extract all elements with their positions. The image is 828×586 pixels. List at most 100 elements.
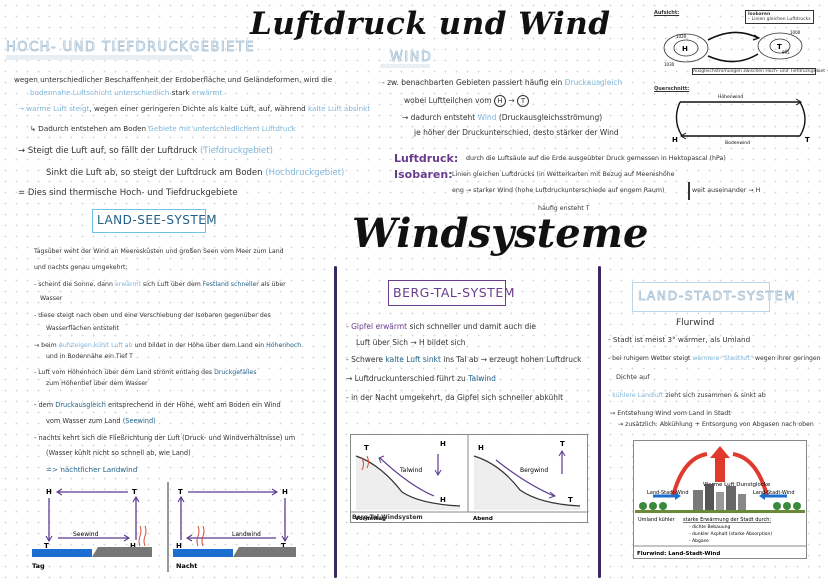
svg-text:1000: 1000 <box>790 30 801 35</box>
svg-text:Talwind: Talwind <box>399 467 422 474</box>
wind-underline <box>380 64 430 68</box>
land-see-l10: zum Höhentief über dem Wasser <box>46 380 148 387</box>
isobaren-line-2b: weit auseinander → H <box>692 187 761 194</box>
hoch-tief-figure: Aufsicht: Isobaren – Linien gleichen Luf… <box>650 8 828 148</box>
svg-text:H: H <box>130 542 136 550</box>
land-stadt-l2: - bei ruhigem Wetter steigt wärmere "Sta… <box>608 355 821 362</box>
svg-text:- Abgase: - Abgase <box>689 538 709 544</box>
land-see-l15: => nächtlicher Landwind <box>46 465 138 474</box>
land-stadt-l4: - kühlere Landluft zieht sich zusammen &… <box>608 392 766 399</box>
svg-text:H: H <box>46 488 52 496</box>
berg-tal-l4: → Luftdruckunterschied führt zu Talwind <box>346 374 496 383</box>
wind-line-3: → dadurch entsteht Wind (Druckausgleichs… <box>402 113 603 122</box>
hoch-tief-line-2: bodennahe Luftschicht unterschiedlich st… <box>30 88 223 97</box>
isobaren-divider <box>688 182 690 200</box>
land-see-l9: - Luft vom Höhenhoch über dem Land ström… <box>34 369 257 376</box>
svg-text:starke Erwärmung der Stadt dur: starke Erwärmung der Stadt durch: <box>683 517 771 523</box>
berg-tal-l2: Luft über Sich → H bildet sich <box>356 338 466 347</box>
land-stadt-heading: LAND-STADT-SYSTEM <box>638 288 797 304</box>
berg-tal-l5: - in der Nacht umgekehrt, da Gipfel sich… <box>346 393 564 402</box>
svg-text:Tag: Tag <box>32 562 45 570</box>
land-see-l14: (Wasser kühlt nicht so schnell ab, wie L… <box>46 449 191 457</box>
svg-text:Bergwind: Bergwind <box>520 467 548 474</box>
svg-text:T: T <box>805 136 810 144</box>
berg-tal-caption: Berg-Tal-Windsystem <box>352 514 423 521</box>
hoch-tief-line-6: Sinkt die Luft ab, so steigt der Luftdru… <box>46 168 345 178</box>
berg-tal-figure: T H Talwind H Vormittag H T Bergwind T A… <box>350 434 588 523</box>
aufsicht-caption: Ausgleichströmungen zwischen Hoch- und T… <box>692 68 828 75</box>
flurwind-label: Flurwind <box>676 318 715 328</box>
land-see-l3: - scheint die Sonne, dann erwärmt sich L… <box>34 281 286 288</box>
svg-text:H: H <box>478 444 484 452</box>
section-wind-heading: WIND <box>390 50 433 66</box>
isobar-legend: Isobaren – Linien gleichen Luftdrucks <box>745 10 814 24</box>
section-hoch-tief-heading: HOCH- UND TIEFDRUCKGEBIETE <box>6 40 256 56</box>
svg-text:Land-Stadt-Wind: Land-Stadt-Wind <box>753 490 795 496</box>
svg-text:Landwind: Landwind <box>232 531 261 538</box>
land-stadt-figure: Warme Luft Dunstglocke Land-Stadt-Wind L… <box>633 440 807 559</box>
isobaren-label: Isobaren: <box>394 168 453 181</box>
hoch-tief-line-1: wegen unterschiedlicher Beschaffenheit d… <box>14 75 333 84</box>
land-see-l11: - dem Druckausgleich entsprechend in der… <box>34 401 281 409</box>
land-see-l7: → beim Aufsteigen kühlt Luft ab und bild… <box>34 342 302 349</box>
hoch-tief-line-7: = Dies sind thermische Hoch- und Tiefdru… <box>18 188 238 198</box>
page-title: Luftdruck und Wind <box>250 6 611 42</box>
svg-text:T: T <box>364 444 369 452</box>
berg-tal-heading: BERG-TAL-SYSTEM <box>393 285 516 300</box>
land-see-l8: und in Bodennähe ein Tief T <box>46 353 133 360</box>
land-see-l12: vom Wasser zum Land (Seewind) <box>46 417 156 425</box>
luftdruck-text: durch die Luftsäule auf die Erde ausgeüb… <box>466 155 726 162</box>
svg-text:- dunkler Asphalt (starke Abso: - dunkler Asphalt (starke Absorption) <box>689 531 772 537</box>
svg-text:Vormittag: Vormittag <box>355 516 386 522</box>
svg-text:T: T <box>568 496 573 504</box>
svg-text:T: T <box>132 488 137 496</box>
svg-text:H: H <box>682 45 688 53</box>
land-stadt-l5: → Entstehung Wind vom Land in Stadt <box>610 410 731 417</box>
land-see-l4: Wasser <box>40 295 63 302</box>
svg-text:H: H <box>440 440 446 448</box>
isobaren-line-2: eng → starker Wind (hohe Luftdruckunters… <box>452 187 665 194</box>
land-see-l1: Tagsüber weht der Wind an Meeresküsten u… <box>34 248 284 255</box>
svg-text:H: H <box>176 542 182 550</box>
land-see-figure: H T Seewind T H Tag T H Landwind H T Nac… <box>32 482 296 572</box>
svg-text:Höhenwind: Höhenwind <box>718 94 743 100</box>
land-see-heading: LAND-SEE-SYSTEM <box>97 213 218 227</box>
wind-line-4: je höher der Druckunterschied, desto stä… <box>414 128 619 137</box>
svg-text:Nacht: Nacht <box>176 562 197 570</box>
berg-tal-l1: - Gipfel erwärmt sich schneller und dami… <box>346 322 536 331</box>
svg-text:H: H <box>672 136 678 144</box>
svg-text:Bodenwind: Bodenwind <box>725 140 750 146</box>
svg-text:995: 995 <box>782 50 790 55</box>
hoch-tief-line-3: → warme Luft steigt, wegen einer geringe… <box>18 104 371 113</box>
svg-text:T: T <box>44 542 49 550</box>
luftdruck-label: Luftdruck: <box>394 152 459 165</box>
svg-text:H: H <box>282 488 288 496</box>
svg-text:Warme Luft Dunstglocke: Warme Luft Dunstglocke <box>703 482 771 488</box>
svg-text:T: T <box>777 43 782 51</box>
svg-text:H: H <box>440 496 446 504</box>
land-stadt-heading-box <box>632 282 770 312</box>
svg-text:Land-Stadt-Wind: Land-Stadt-Wind <box>647 490 689 496</box>
heading-underline <box>6 55 192 60</box>
divider-left <box>334 266 337 578</box>
berg-tal-l3: - Schwere kalte Luft sinkt ins Tal ab → … <box>346 355 582 364</box>
land-stadt-l1: - Stadt ist meist 3° wärmer, als Umland <box>608 335 751 344</box>
land-see-heading-box <box>92 209 206 233</box>
svg-text:1020: 1020 <box>676 34 687 39</box>
wind-line-2: wobei Luftteilchen vom H → T <box>404 95 529 107</box>
svg-text:T: T <box>281 542 286 550</box>
land-see-l2: und nachts genau umgekehrt: <box>34 264 128 271</box>
berg-tal-heading-box <box>388 280 506 306</box>
svg-text:T: T <box>560 440 565 448</box>
wind-line-1: - zw. benachbarten Gebieten passiert häu… <box>382 78 623 87</box>
svg-text:- dichte Bebauung: - dichte Bebauung <box>689 524 730 530</box>
land-stadt-l3: Dichte auf <box>616 373 650 381</box>
aufsicht-svg: H T 1030 1020 1000 995 <box>663 30 803 67</box>
land-see-l6: Wasserflächen entsteht <box>46 325 119 332</box>
land-see-l5: - diese steigt nach oben und eine Versch… <box>34 312 271 319</box>
divider-right <box>598 266 601 578</box>
querschnitt-svg: Höhenwind Bodenwind H T <box>672 94 810 146</box>
isobaren-line-3: häufig ensteht T <box>538 205 590 212</box>
svg-text:1030: 1030 <box>664 62 675 67</box>
svg-text:Umland kühler: Umland kühler <box>638 517 675 523</box>
